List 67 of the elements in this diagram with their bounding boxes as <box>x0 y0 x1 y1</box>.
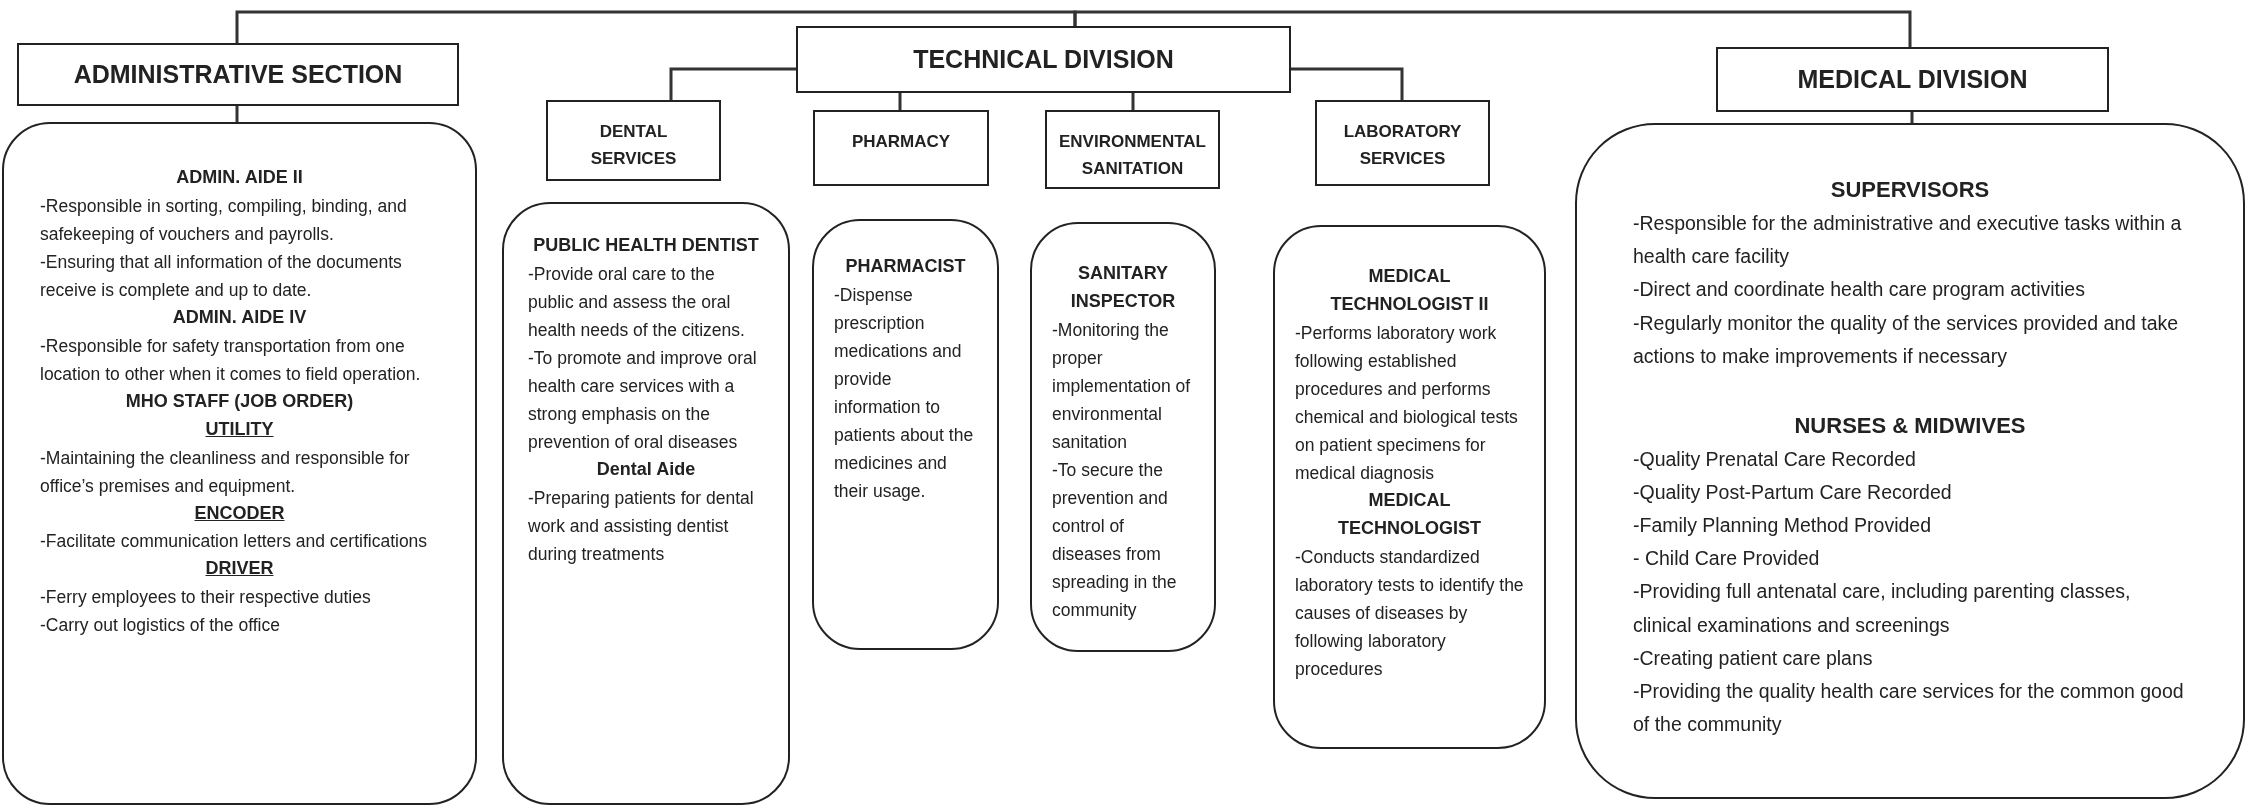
role-heading: ADMIN. AIDE IV <box>172 305 307 329</box>
duty-text: -To promote and improve oral health care services with a strong emphasis on the prevention of oral diseases <box>528 346 758 454</box>
role-heading: MHO STAFF (JOB ORDER) <box>125 389 354 413</box>
connector-line <box>1131 93 1135 110</box>
division-title: TECHNICAL DIVISION <box>913 43 1174 75</box>
duty-text: -Facilitate communication letters and certifications <box>40 530 429 554</box>
duty-text: -Providing the quality health care services for the common good of the community <box>1633 678 2185 737</box>
duty-text: -To secure the prevention and control of diseases from spreading in the community <box>1052 458 1178 622</box>
division-title: MEDICAL DIVISION <box>1797 63 2028 95</box>
duty-text: -Provide oral care to the public and assess the oral health needs of the citizens. <box>528 262 746 342</box>
role-heading: PUBLIC HEALTH DENTIST <box>533 234 759 257</box>
role-heading: UTILITY <box>205 417 274 441</box>
role-heading: SUPERVISORS <box>1830 176 1990 204</box>
duty-text: -Quality Prenatal Care Recorded <box>1633 446 1917 472</box>
division-box <box>1716 47 2109 112</box>
unit-box <box>546 100 721 181</box>
duty-text: -Ferry employees to their respective duties <box>40 586 372 610</box>
division-title: ADMINISTRATIVE SECTION <box>73 58 403 90</box>
unit-title: LABORATORY SERVICES <box>1342 121 1463 171</box>
duty-text: -Family Planning Method Provided <box>1633 513 1933 539</box>
duty-text: -Monitoring the proper implementation of environmental sanitation <box>1052 318 1192 454</box>
duty-text: -Responsible for the administrative and executive tasks within a health care facility <box>1633 211 2183 270</box>
duty-text: -Direct and coordinate health care program activities <box>1633 277 2086 303</box>
role-heading: PHARMACIST <box>845 255 966 278</box>
unit-title: PHARMACY <box>851 131 951 153</box>
role-heading: Dental Aide <box>596 457 696 481</box>
role-card <box>1575 123 2245 799</box>
role-card <box>1273 225 1546 749</box>
role-heading: ENCODER <box>194 501 285 525</box>
role-heading: NURSES & MIDWIVES <box>1794 411 2026 440</box>
connector-line <box>1910 112 1914 123</box>
role-heading: DRIVER <box>205 557 274 581</box>
unit-title: DENTAL SERVICES <box>589 121 678 171</box>
role-heading: MEDICAL TECHNOLOGIST II <box>1329 265 1490 316</box>
connector-line <box>235 106 239 122</box>
division-box <box>17 43 459 106</box>
duty-text: -Maintaining the cleanliness and responsible for office’s premises and equipment. <box>40 446 411 498</box>
duty-text: -Responsible for safety transportation from one location to other when it comes to field operation. <box>40 334 422 386</box>
duty-text: -Ensuring that all information of the documents receive is complete and up to date. <box>40 250 403 302</box>
connector-line <box>669 67 796 100</box>
connector-line <box>235 10 1077 43</box>
role-card <box>812 219 999 650</box>
connector-line <box>1291 67 1404 100</box>
duty-text: -Quality Post-Partum Care Recorded <box>1633 480 1953 506</box>
duty-text: -Providing full antenatal care, including parenting classes, clinical examinations and screenings <box>1633 579 2132 638</box>
role-card <box>2 122 477 805</box>
duty-text: -Dispense prescription medications and provide information to patients about the medicines and their usage. <box>834 283 975 503</box>
role-heading: MEDICAL TECHNOLOGIST <box>1337 488 1482 540</box>
role-heading: SANITARY INSPECTOR <box>1069 262 1177 313</box>
connector-line <box>1073 10 1912 47</box>
unit-box <box>1045 110 1220 189</box>
division-box <box>796 26 1291 93</box>
duty-text: -Performs laboratory work following established procedures and performs chemical and biological tests on patient specimens for medical diagnosis <box>1295 321 1519 485</box>
duty-text: -Responsible in sorting, compiling, binding, and safekeeping of vouchers and payrolls. <box>40 194 408 246</box>
duty-text: -Creating patient care plans <box>1633 645 1874 671</box>
duty-text: - Child Care Provided <box>1633 546 1821 572</box>
role-card <box>1030 222 1216 652</box>
duty-text: -Regularly monitor the quality of the services provided and take actions to make improvements if necessary <box>1633 310 2180 369</box>
unit-box <box>1315 100 1490 186</box>
role-heading: ADMIN. AIDE II <box>176 166 303 189</box>
unit-box <box>813 110 989 186</box>
duty-text: -Carry out logistics of the office <box>40 614 281 638</box>
unit-title: ENVIRONMENTAL SANITATION <box>1058 131 1207 181</box>
connector-line <box>898 93 902 110</box>
duty-text: -Conducts standardized laboratory tests to identify the causes of diseases by following laboratory procedures <box>1295 545 1524 681</box>
duty-text: -Preparing patients for dental work and assisting dentist during treatments <box>528 486 755 566</box>
role-card <box>502 202 790 805</box>
